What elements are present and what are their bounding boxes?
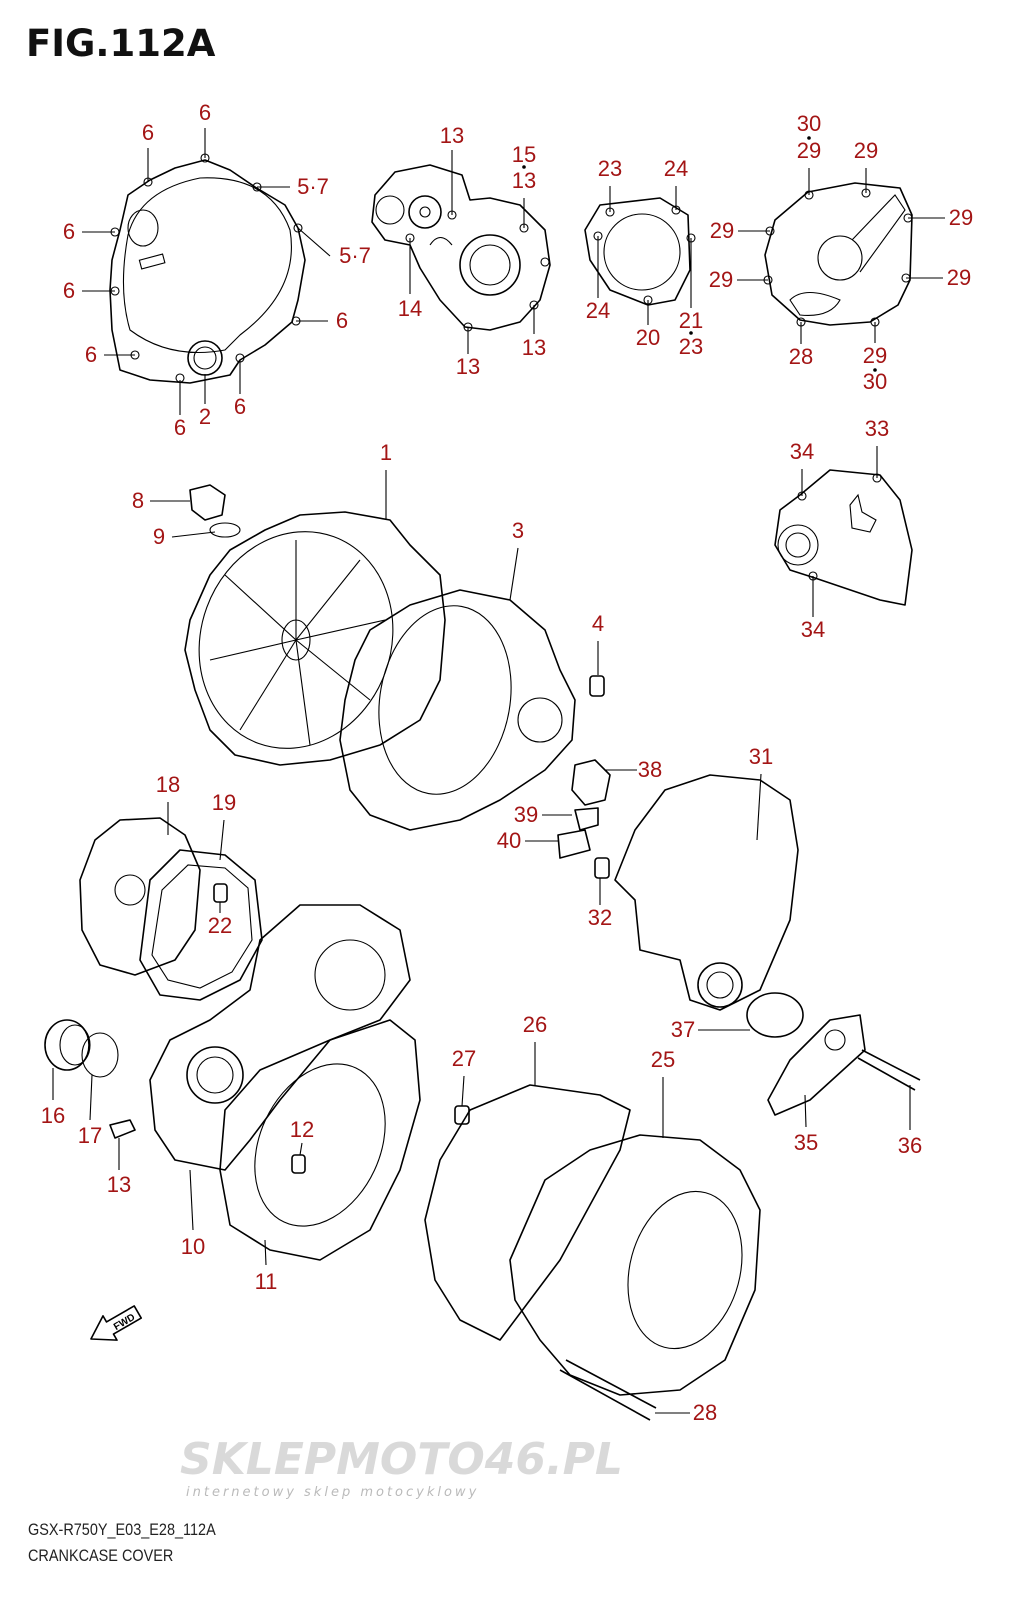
leader-line [171,531,216,538]
callout-label[interactable]: 13 [512,168,536,193]
callout-label[interactable]: 36 [898,1133,922,1158]
callout-label[interactable]: 19 [212,790,236,815]
callout-label[interactable]: 31 [749,744,773,769]
callout-label[interactable]: 14 [398,296,422,321]
svg-text:FWD: FWD [112,1312,137,1333]
callout-label[interactable]: 6 [336,308,348,333]
callout-label[interactable]: 18 [156,772,180,797]
leader-line [264,1239,267,1266]
callout-separator-dot [807,136,811,140]
callout-label[interactable]: 13 [456,354,480,379]
part-small-cover [584,197,696,306]
callout-label[interactable]: 29 [797,138,821,163]
callout-label[interactable]: 4 [592,611,604,636]
leader-line [509,547,519,601]
callout-label[interactable]: 3 [512,518,524,543]
fwd-arrow-icon: FWD [90,1305,143,1341]
callout-label[interactable]: 17 [78,1123,102,1148]
watermark-tagline: internetowy sklep motocyklowy [186,1485,479,1500]
part-gasket [339,589,611,859]
part-sprocket-cover [774,469,913,606]
figure-caption: CRANKCASE COVER [28,1546,174,1565]
callout-label[interactable]: 29 [947,265,971,290]
leader-line [461,1075,465,1107]
callout-label[interactable]: 13 [522,335,546,360]
callout-label[interactable]: 30 [863,369,887,394]
callout-label[interactable]: 1 [380,440,392,465]
leader-line [297,227,331,257]
leader-line [299,1142,303,1156]
figure-title: FIG.112A [26,22,216,65]
callout-label[interactable]: 21 [679,308,703,333]
callout-label[interactable]: 6 [142,120,154,145]
callout-label[interactable]: 29 [854,138,878,163]
callout-label[interactable]: 5·7 [297,174,329,199]
callout-label[interactable]: 34 [801,617,825,642]
callout-label[interactable]: 5·7 [339,243,371,268]
callout-label[interactable]: 16 [41,1103,65,1128]
callout-label[interactable]: 29 [709,267,733,292]
callout-label[interactable]: 15 [512,142,536,167]
callout-label[interactable]: 13 [440,123,464,148]
callout-label[interactable]: 29 [710,218,734,243]
callout-label[interactable]: 6 [199,100,211,125]
leader-line [756,773,762,841]
callout-label[interactable]: 11 [255,1269,278,1294]
callout-label[interactable]: 26 [523,1012,547,1037]
callout-separator-dot [873,368,877,372]
callout-label[interactable]: 29 [949,205,973,230]
callout-label[interactable]: 32 [588,905,612,930]
callout-label[interactable]: 38 [638,757,662,782]
part-clutch-cover [109,153,306,384]
callout-separator-dot [522,165,526,169]
callout-label[interactable]: 34 [790,439,814,464]
callout-label[interactable]: 6 [234,394,246,419]
leader-line [219,819,225,861]
callout-label[interactable]: 10 [181,1234,205,1259]
callout-label[interactable]: 24 [664,156,688,181]
callout-label[interactable]: 25 [651,1047,675,1072]
callout-label[interactable]: 20 [636,325,660,350]
callout-label[interactable]: 13 [107,1172,131,1197]
part-crankcase-cover [184,484,446,766]
callout-label[interactable]: 28 [693,1400,717,1425]
callout-label[interactable]: 9 [153,524,165,549]
callout-label[interactable]: 29 [863,343,887,368]
callout-label[interactable]: 6 [85,342,97,367]
callout-label[interactable]: 6 [63,278,75,303]
model-code: GSX-R750Y_E03_E28_112A [28,1520,216,1539]
callout-label[interactable]: 22 [208,913,232,938]
callout-label[interactable]: 28 [789,344,813,369]
part-cover-10 [149,904,421,1261]
leader-line [804,1094,807,1128]
callout-label[interactable]: 24 [586,298,610,323]
part-oil-pump-cover [594,774,804,1038]
callout-label[interactable]: 27 [452,1046,476,1071]
callout-label[interactable]: 33 [865,416,889,441]
part-cover-18 [44,817,263,1139]
watermark-brand: SKLEPMOTO46.PL [180,1434,623,1485]
part-generator-cover [763,182,913,327]
leader-line [89,1074,93,1121]
callout-label[interactable]: 23 [598,156,622,181]
callout-label[interactable]: 6 [63,219,75,244]
callout-label[interactable]: 30 [797,111,821,136]
callout-label[interactable]: 6 [174,415,186,440]
callout-label[interactable]: 35 [794,1130,818,1155]
callout-label[interactable]: 8 [132,488,144,513]
callout-label[interactable]: 39 [514,802,538,827]
callout-label[interactable]: 37 [671,1017,695,1042]
callout-label[interactable]: 2 [199,404,211,429]
leader-line [189,1169,194,1231]
part-cover-25 [424,1014,921,1421]
callout-label[interactable]: 40 [497,828,521,853]
watermark: SKLEPMOTO46.PL internetowy sklep motocyk… [180,1434,623,1500]
callout-separator-dot [689,331,693,335]
callout-label[interactable]: 23 [679,334,703,359]
callout-label[interactable]: 12 [290,1117,314,1142]
